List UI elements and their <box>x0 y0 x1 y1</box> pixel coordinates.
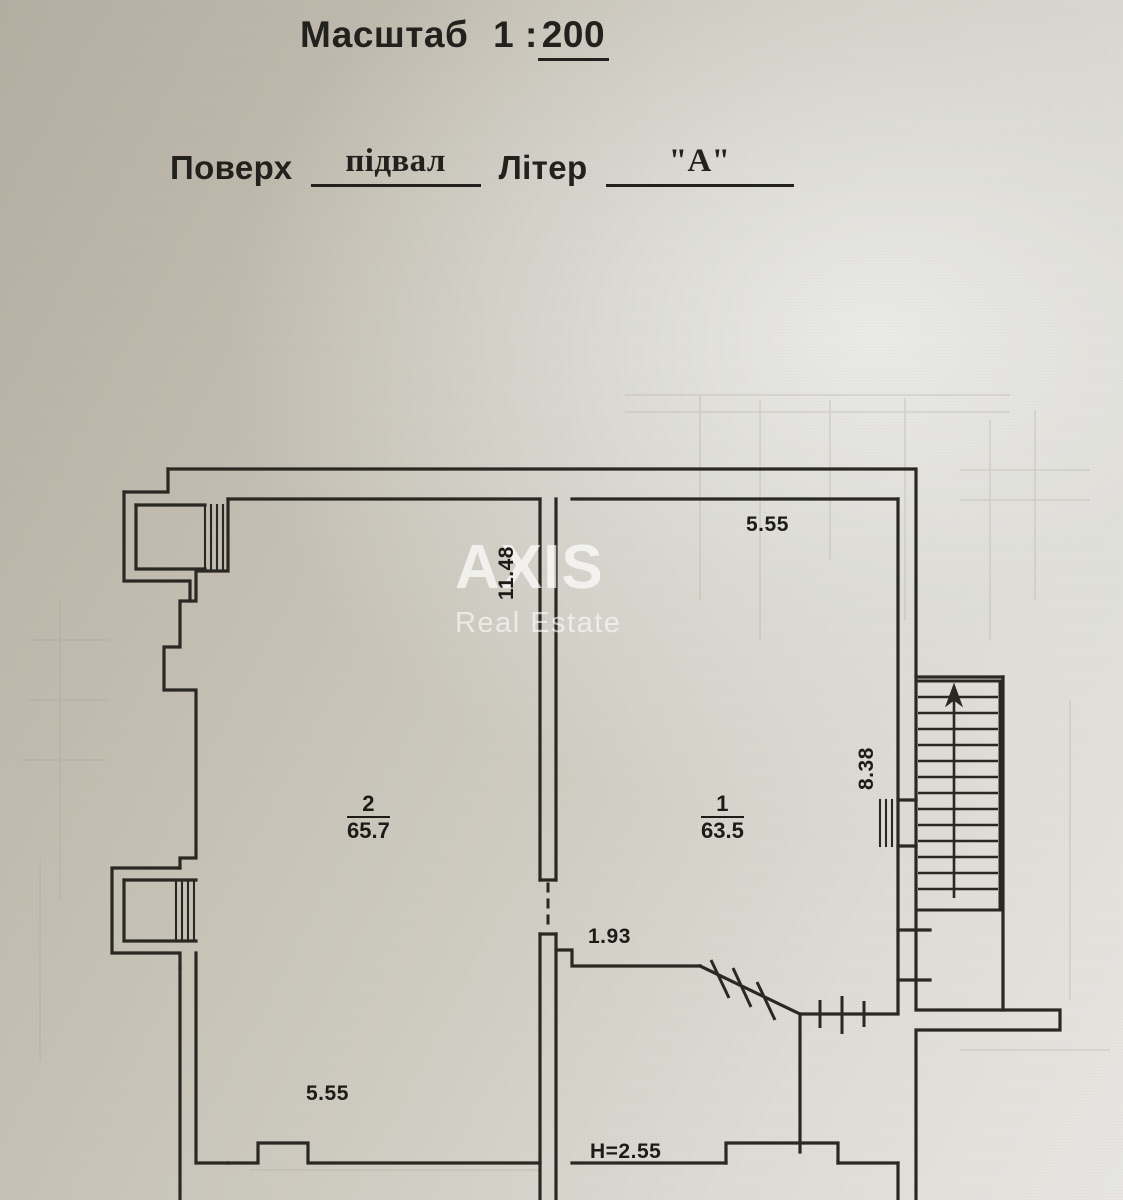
dimension-right-side: 8.38 <box>855 747 878 790</box>
room-1-number: 1 <box>701 793 744 818</box>
room-label-1: 1 63.5 <box>701 793 744 842</box>
letter-label: Літер <box>498 149 588 186</box>
room2-south-notch <box>226 1141 542 1165</box>
staircase <box>916 679 1002 912</box>
ceiling-height-annotation: H=2.55 <box>590 1140 662 1163</box>
stair-treads <box>918 695 998 891</box>
room-1-area: 63.5 <box>701 818 744 843</box>
stair-up-arrow-icon <box>944 682 964 708</box>
room-2-area: 65.7 <box>347 818 390 843</box>
scale-label: Масштаб <box>300 14 469 55</box>
room2-west-wall <box>162 497 230 870</box>
outer-wall-left-top <box>122 467 170 494</box>
dimension-top-right: 5.55 <box>746 513 789 536</box>
dimension-vertical-middle: 11.48 <box>495 546 518 600</box>
dimension-bottom-left: 5.55 <box>306 1082 349 1105</box>
scale-separator: 1 : <box>493 14 538 55</box>
floor-label: Поверх <box>170 149 293 186</box>
letter-value: "А" <box>605 143 794 187</box>
dimension-corridor: 1.93 <box>588 925 631 948</box>
floor-value: підвал <box>310 143 481 187</box>
room-2-number: 2 <box>347 793 390 818</box>
outer-wall-outline <box>166 467 1062 1200</box>
ghost-lines <box>20 394 1110 1171</box>
room1-corridor-north <box>554 948 702 968</box>
scale-value: 200 <box>537 14 610 61</box>
window-recess-lower-outline <box>110 866 182 970</box>
room1-bottom-threshold <box>724 1141 840 1165</box>
window-mullions-lower <box>174 878 196 943</box>
floor-line: Поверх підвал Літер "А" <box>170 143 794 187</box>
window-mullions-upper <box>203 503 225 571</box>
scale-line: Масштаб 1 :200 <box>300 14 610 61</box>
stair-door-jamb <box>878 798 894 848</box>
stair-outline <box>916 679 1002 912</box>
window-recess-upper-outline <box>122 490 192 603</box>
room-label-2: 2 65.7 <box>347 793 390 842</box>
wall-tick-marks <box>709 959 866 1034</box>
window-recess-lower-inner <box>122 878 198 943</box>
window-recess-upper-inner <box>134 503 207 571</box>
plan-walls <box>110 467 1062 1200</box>
room2-west-wall-lower <box>194 951 230 1165</box>
